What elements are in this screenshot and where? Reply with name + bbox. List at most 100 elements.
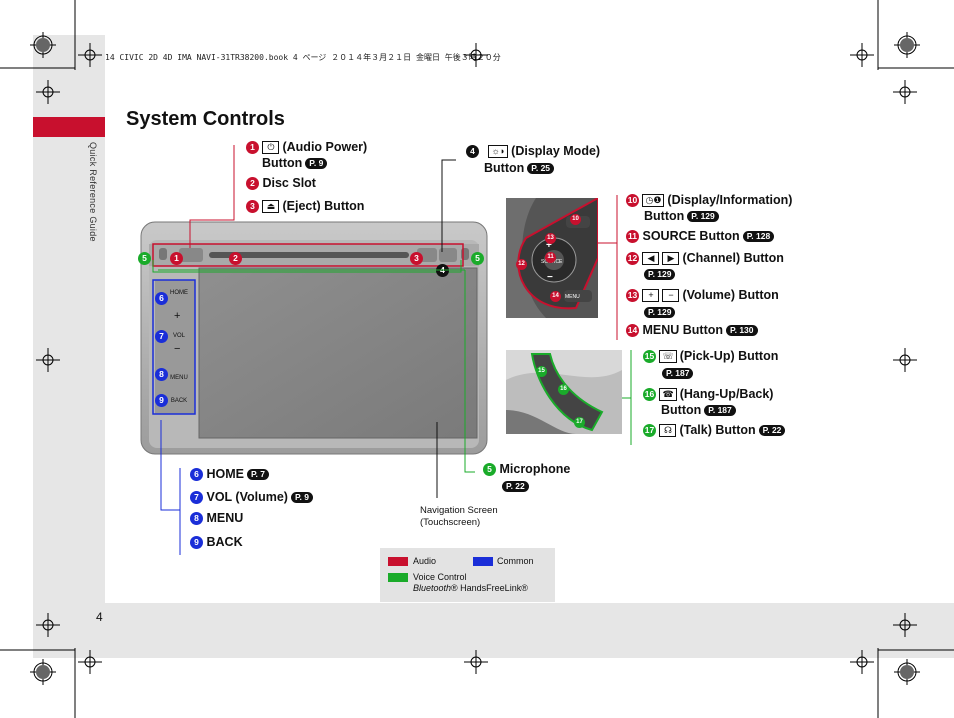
talk-icon: ☊ xyxy=(659,424,677,438)
wheel-badge-12: 12 xyxy=(516,259,527,271)
ref-link-vol[interactable]: P. 9 xyxy=(290,492,314,504)
badge-1-unit: 1 xyxy=(170,252,183,266)
disc-slot xyxy=(209,252,409,258)
ref-link-talk[interactable]: P. 22 xyxy=(758,425,786,437)
wheel-badge-16: 16 xyxy=(558,384,569,396)
ref-link-display-mode[interactable]: P. 25 xyxy=(527,163,555,175)
wheel-badge-10: 10 xyxy=(570,214,581,226)
label-channel: 12 ◀▶(Channel) Button xyxy=(626,251,784,266)
volume-up-icon: + xyxy=(642,289,660,303)
label-disc-slot: 2 Disc Slot xyxy=(246,176,316,191)
unit-back-label: BACK xyxy=(170,398,188,404)
label-back: 9 BACK xyxy=(190,535,243,550)
label-volume-ref: P. 129 xyxy=(641,305,676,319)
print-header: 14 CIVIC 2D 4D IMA NAVI-31TR38200.book 4… xyxy=(105,53,501,62)
badge-13: 13 xyxy=(626,289,639,303)
ref-link-source[interactable]: P. 128 xyxy=(742,231,775,243)
label-channel-ref: P. 129 xyxy=(641,267,676,281)
nav-screen-caption: Navigation Screen (Touchscreen) xyxy=(420,505,498,528)
label-display-mode: 4 ☼◗(Display Mode) xyxy=(466,144,600,159)
power-icon: ⏻ xyxy=(262,141,280,155)
audio-power-button xyxy=(179,248,203,262)
ref-link-pickup[interactable]: P. 187 xyxy=(662,368,694,380)
badge-17: 17 xyxy=(643,424,656,438)
wheel-badge-11: 11 xyxy=(545,252,556,264)
label-pickup: 15 ☏(Pick-Up) Button xyxy=(643,349,779,364)
label-menu: 8 MENU xyxy=(190,511,243,526)
badge-5: 5 xyxy=(483,463,496,477)
channel-up-icon: ▶ xyxy=(662,252,680,266)
badge-8-unit: 8 xyxy=(155,368,168,382)
badge-3: 3 xyxy=(246,200,259,214)
unit-plus-label: + xyxy=(174,310,181,322)
wheel-badge-17: 17 xyxy=(574,417,585,429)
ref-link-channel[interactable]: P. 129 xyxy=(644,269,676,281)
wheel-badge-13: 13 xyxy=(545,233,556,245)
ref-link-audio-power[interactable]: P. 9 xyxy=(305,158,328,170)
section-tab xyxy=(33,117,105,137)
badge-6: 6 xyxy=(190,468,203,482)
label-eject: 3 ⏏(Eject) Button xyxy=(246,199,364,214)
badge-15: 15 xyxy=(643,350,656,364)
legend-swatch-common xyxy=(473,557,493,566)
badge-7: 7 xyxy=(190,491,203,505)
badge-11: 11 xyxy=(626,230,639,244)
label-microphone: 5 Microphone xyxy=(483,462,570,477)
label-microphone-ref: P. 22 xyxy=(499,479,529,493)
badge-14: 14 xyxy=(626,324,639,338)
legend-swatch-voice xyxy=(388,573,408,582)
badge-2: 2 xyxy=(246,177,259,191)
microphone-left xyxy=(159,248,167,260)
legend-swatch-audio xyxy=(388,557,408,566)
label-volume-button: 13 +−(Volume) Button xyxy=(626,288,779,303)
label-vol: 7 VOL (Volume)P. 9 xyxy=(190,490,314,505)
badge-4: 4 xyxy=(466,145,479,159)
side-tab-label: Quick Reference Guide xyxy=(88,142,98,242)
display-mode-button xyxy=(439,248,457,262)
badge-5-right: 5 xyxy=(471,252,484,266)
wheel-badge-14: 14 xyxy=(550,291,561,303)
legend-voice: Voice Control xyxy=(413,572,467,582)
wheel-menu-label: MENU xyxy=(565,294,580,300)
legend-common: Common xyxy=(497,556,534,566)
ref-link-hangup[interactable]: P. 187 xyxy=(704,405,736,417)
ref-link-menu-button[interactable]: P. 130 xyxy=(726,325,758,337)
badge-6-unit: 6 xyxy=(155,292,168,306)
legend-audio: Audio xyxy=(413,556,437,566)
badge-2-unit: 2 xyxy=(229,252,242,266)
wheel-plus-label: + xyxy=(546,240,552,251)
display-mode-icon: ☼◗ xyxy=(488,145,509,159)
unit-vol-label: VOL xyxy=(172,333,185,339)
badge-10: 10 xyxy=(626,194,639,208)
ref-link-display-info[interactable]: P. 129 xyxy=(687,211,719,223)
pickup-icon: ☏ xyxy=(659,350,677,364)
volume-down-icon: − xyxy=(662,289,680,303)
color-legend: Audio Common Voice Control Bluetooth® Ha… xyxy=(380,548,555,602)
ref-link-volume[interactable]: P. 129 xyxy=(644,307,676,319)
eject-icon: ⏏ xyxy=(262,200,280,214)
label-audio-power: 1 ⏻(Audio Power) xyxy=(246,140,367,155)
ref-link-home[interactable]: P. 7 xyxy=(246,469,270,481)
page-title: System Controls xyxy=(126,108,285,130)
badge-5-left: 5 xyxy=(138,252,151,266)
ref-link-microphone[interactable]: P. 22 xyxy=(502,481,529,493)
label-pickup-ref: P. 187 xyxy=(659,366,694,380)
badge-9-unit: 9 xyxy=(155,394,168,408)
label-hangup: 16 ☎(Hang-Up/Back) xyxy=(643,387,774,402)
head-unit-illustration xyxy=(140,221,488,455)
badge-16: 16 xyxy=(643,388,656,402)
badge-1: 1 xyxy=(246,141,259,155)
label-display-info: 10 ◷❶(Display/Information) xyxy=(626,193,793,208)
page-number: 4 xyxy=(96,610,103,624)
hangup-icon: ☎ xyxy=(659,388,677,402)
badge-8: 8 xyxy=(190,512,203,526)
display-info-icon: ◷❶ xyxy=(642,194,665,208)
